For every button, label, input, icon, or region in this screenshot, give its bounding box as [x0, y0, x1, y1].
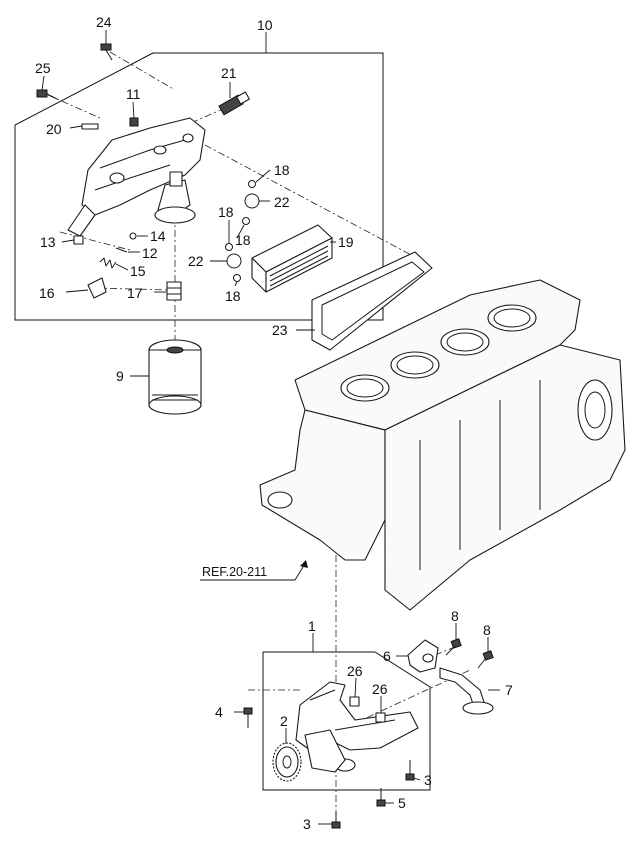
callout-19: 19 [338, 234, 354, 250]
bolt-5 [376, 788, 386, 807]
plug-13 [73, 235, 84, 245]
nipple-17 [166, 281, 182, 301]
callout-20: 20 [46, 121, 62, 137]
o-ring-18-c [225, 243, 233, 251]
callout-18-d: 18 [225, 288, 241, 304]
plug-11 [129, 117, 139, 127]
oil-pump-sprocket [272, 742, 302, 782]
callout-22-b: 22 [188, 253, 204, 269]
callout-7: 7 [505, 682, 513, 698]
relief-plug-16 [87, 277, 107, 299]
oil-filter-housing [67, 117, 206, 237]
dowel-pin-26-a [349, 696, 360, 707]
callout-26-a: 26 [347, 663, 363, 679]
callout-15: 15 [130, 263, 146, 279]
o-ring-18-d [233, 274, 241, 282]
check-ball-14 [129, 232, 137, 240]
bolt-8-b [477, 650, 494, 669]
small-fittings [36, 43, 250, 301]
water-connector [407, 639, 439, 673]
callout-8-a: 8 [451, 608, 459, 624]
oil-filter [148, 339, 202, 415]
callout-10: 10 [257, 17, 273, 33]
callout-13: 13 [40, 234, 56, 250]
callout-14: 14 [150, 228, 166, 244]
callout-8-b: 8 [483, 622, 491, 638]
callout-5: 5 [398, 795, 406, 811]
callout-23: 23 [272, 322, 288, 338]
pin-20 [81, 123, 99, 130]
oil-cooler [251, 224, 333, 293]
callout-3-b: 3 [303, 816, 311, 832]
callout-2: 2 [280, 713, 288, 729]
callout-12: 12 [142, 245, 158, 261]
callout-21: 21 [221, 65, 237, 81]
callout-3-a: 3 [424, 772, 432, 788]
o-ring-18-a [248, 180, 256, 188]
callout-26-b: 26 [372, 681, 388, 697]
callout-25: 25 [35, 60, 51, 76]
callout-18-b: 18 [218, 204, 234, 220]
callout-18-a: 18 [274, 162, 290, 178]
callout-labels: 24 10 25 21 11 20 18 22 18 18 19 13 14 1… [35, 14, 513, 832]
leader-lines [41, 30, 500, 825]
callout-11: 11 [126, 86, 141, 102]
dowel-pin-26-b [375, 712, 386, 723]
pin-12 [115, 247, 128, 253]
bolt-3-b [331, 812, 341, 829]
bolt-8-a [445, 638, 462, 656]
callout-6: 6 [383, 648, 391, 664]
callout-1: 1 [308, 618, 316, 634]
callout-17: 17 [127, 285, 143, 301]
o-ring-18-b [242, 217, 250, 225]
oil-pump-assembly-frame [262, 633, 431, 791]
callout-16: 16 [39, 285, 55, 301]
o-ring-22-a [244, 193, 260, 209]
reference-arrow [200, 560, 308, 581]
reference-label: REF.20-211 [202, 565, 267, 579]
callout-18-c: 18 [235, 232, 251, 248]
oil-cooler-gasket [311, 251, 433, 351]
oil-pressure-switch [218, 91, 250, 116]
spring-15 [99, 257, 117, 269]
callout-4: 4 [215, 704, 223, 720]
callout-9: 9 [116, 368, 124, 384]
cylinder-block [259, 279, 626, 611]
oil-pump [295, 681, 419, 773]
bolt-4 [243, 707, 253, 728]
callout-22-a: 22 [274, 194, 290, 210]
o-ring-22-b [226, 253, 242, 269]
bolt-3-a [405, 760, 415, 781]
oil-filter-assembly-frame [14, 32, 384, 321]
bolt-25 [36, 89, 58, 100]
oil-pump-bolts [243, 638, 494, 829]
oil-strainer [439, 667, 494, 715]
callout-24: 24 [96, 14, 112, 30]
